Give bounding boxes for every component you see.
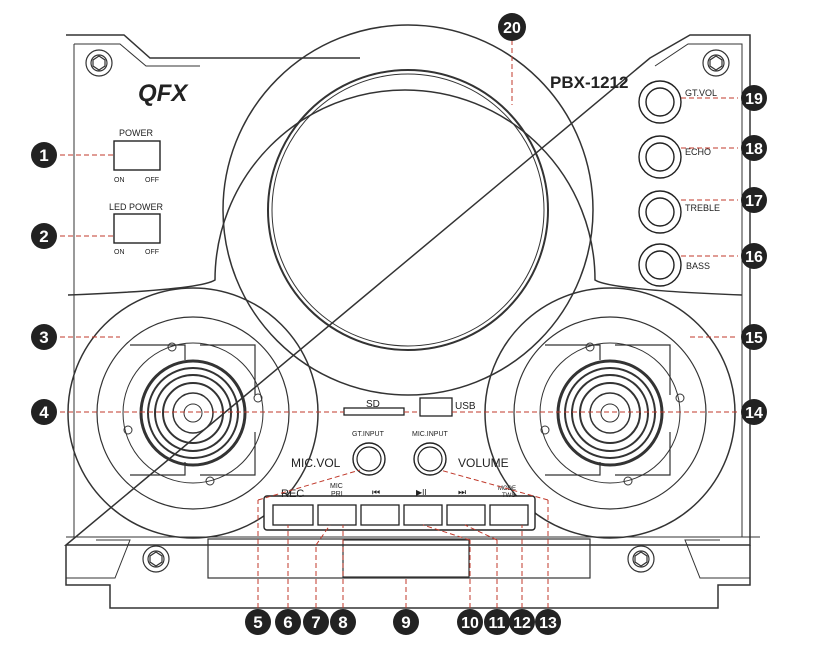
callout-20-num: 20 <box>503 20 521 37</box>
callout-10: 10 <box>457 609 483 635</box>
screw-bottom-left <box>142 545 170 573</box>
callout-7: 7 <box>303 609 329 635</box>
brand-logo: QFX <box>138 80 189 107</box>
callout-8: 8 <box>330 609 356 635</box>
left-woofer <box>67 287 319 539</box>
callout-1-num: 1 <box>39 146 48 165</box>
usb-label: USB <box>455 401 476 412</box>
right-woofer <box>484 287 736 539</box>
mode-tws-button[interactable] <box>489 504 529 526</box>
callout-13: 13 <box>535 609 561 635</box>
callout-13-num: 13 <box>539 615 557 632</box>
callout-9: 9 <box>393 609 419 635</box>
volume-label: VOLUME <box>458 456 509 470</box>
next-icon: ⏭ <box>458 487 466 497</box>
power-switch[interactable]: POWER ON OFF <box>113 128 161 184</box>
callout-11: 11 <box>484 609 510 635</box>
prev-button[interactable] <box>360 504 400 526</box>
led-power-switch-label: LED POWER <box>109 202 164 212</box>
rec-button[interactable] <box>272 504 314 526</box>
panel-contour <box>67 89 743 296</box>
gt-input-label: GT.INPUT <box>352 431 385 438</box>
mic-pri-button[interactable] <box>317 504 357 526</box>
callout-2-num: 2 <box>39 227 48 246</box>
callout-20: 20 <box>498 13 526 41</box>
callout-19-num: 19 <box>745 91 763 108</box>
treble-label: TREBLE <box>685 203 720 213</box>
volume-knob[interactable]: MIC.INPUT VOLUME <box>412 431 509 476</box>
callout-14: 14 <box>741 399 767 425</box>
tws-label: TWS <box>502 493 515 499</box>
rec-label: REC <box>281 488 304 500</box>
mic-pri-label-2: PRI <box>331 491 343 498</box>
callout-15: 15 <box>741 324 767 350</box>
led-power-switch[interactable]: LED POWER ON OFF <box>109 202 164 256</box>
screw-bottom-right <box>627 545 655 573</box>
gt-vol-knob[interactable]: GT.VOL <box>638 80 717 124</box>
power-switch-off: OFF <box>145 177 159 184</box>
callout-16: 16 <box>741 243 767 269</box>
leader-lines <box>60 40 738 608</box>
prev-icon: ⏮ <box>372 487 380 497</box>
mic-pri-label-1: MIC <box>330 483 343 490</box>
usb-port[interactable]: USB <box>419 397 476 417</box>
callout-18: 18 <box>741 135 767 161</box>
callout-3: 3 <box>31 324 57 350</box>
sd-card-slot[interactable]: SD <box>343 399 405 416</box>
mic-input-label: MIC.INPUT <box>412 431 449 438</box>
callout-4: 4 <box>31 399 57 425</box>
callout-6-num: 6 <box>283 613 292 632</box>
echo-label: ECHO <box>685 147 711 157</box>
mic-vol-knob[interactable]: MIC.VOL GT.INPUT <box>291 431 386 476</box>
center-light-ring <box>222 24 594 396</box>
callout-10-num: 10 <box>461 615 479 632</box>
led-power-switch-off: OFF <box>145 249 159 256</box>
callout-14-num: 14 <box>745 405 763 422</box>
callout-17-num: 17 <box>745 193 763 210</box>
model-label: PBX-1212 <box>550 73 628 92</box>
screw-top-right <box>702 49 730 77</box>
callout-5-num: 5 <box>253 613 262 632</box>
play-pause-button[interactable] <box>403 504 443 526</box>
callout-12-num: 12 <box>513 615 531 632</box>
callout-9-num: 9 <box>401 613 410 632</box>
callout-3-num: 3 <box>39 328 48 347</box>
callout-19: 19 <box>741 85 767 111</box>
callout-8-num: 8 <box>338 613 347 632</box>
echo-knob[interactable]: ECHO <box>638 135 711 179</box>
callout-11-num: 11 <box>489 615 506 632</box>
power-switch-label: POWER <box>119 128 154 138</box>
callout-12: 12 <box>509 609 535 635</box>
next-button[interactable] <box>446 504 486 526</box>
callout-1: 1 <box>31 142 57 168</box>
callout-15-num: 15 <box>745 330 763 347</box>
gt-vol-label: GT.VOL <box>685 88 717 98</box>
callout-17: 17 <box>741 187 767 213</box>
callout-18-num: 18 <box>745 141 763 158</box>
callout-16-num: 16 <box>745 249 763 266</box>
treble-knob[interactable]: TREBLE <box>638 190 720 234</box>
bass-label: BASS <box>686 261 710 271</box>
callout-7-num: 7 <box>311 613 320 632</box>
power-switch-on: ON <box>114 177 125 184</box>
play-pause-icon: ▶II <box>416 488 427 497</box>
bass-knob[interactable]: BASS <box>638 243 710 287</box>
button-strip: REC MIC PRI ⏮ ▶II ⏭ MODE TWS <box>263 483 536 531</box>
mic-vol-label: MIC.VOL <box>291 456 341 470</box>
callout-2: 2 <box>31 223 57 249</box>
screw-top-left <box>85 49 113 77</box>
callout-5: 5 <box>245 609 271 635</box>
led-power-switch-on: ON <box>114 249 125 256</box>
sd-label: SD <box>366 399 380 410</box>
callout-4-num: 4 <box>39 403 49 422</box>
callout-6: 6 <box>275 609 301 635</box>
